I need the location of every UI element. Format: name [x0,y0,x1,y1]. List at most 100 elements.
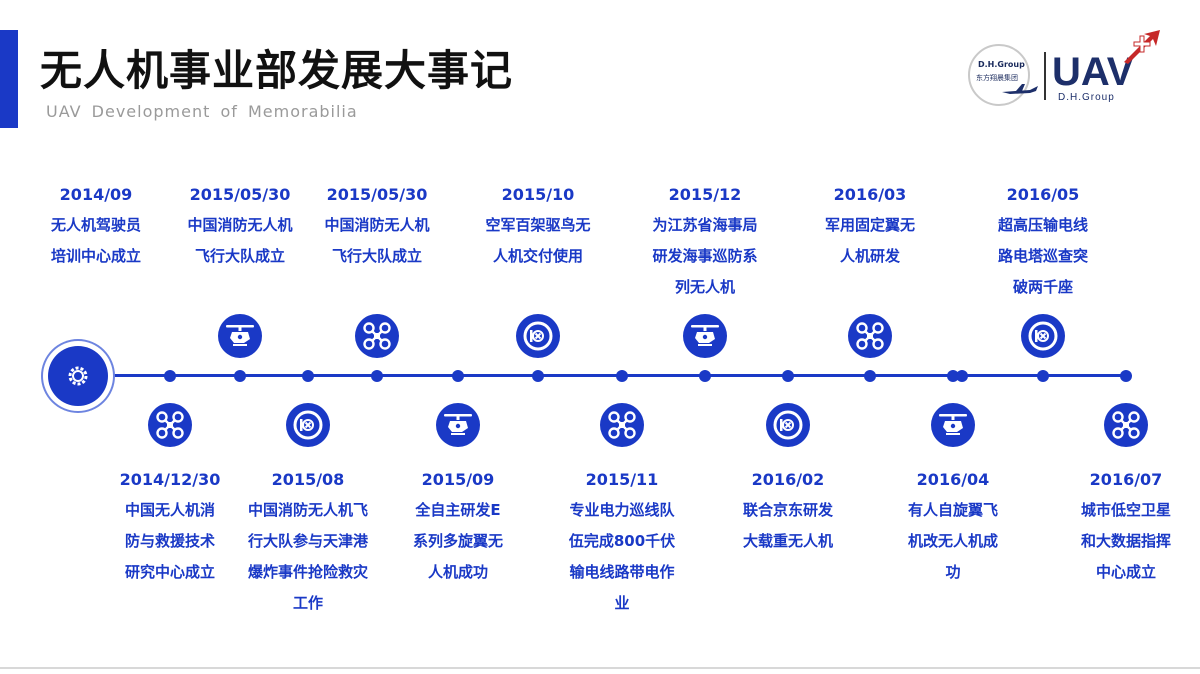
event-description-line: 空军百架驱鸟无 [485,216,591,234]
event-description-line: 系列多旋翼无 [412,532,503,550]
event-description-line: 和大数据指挥 [1080,532,1171,550]
timeline-dot [864,370,876,382]
bottom-divider [0,667,1200,669]
page-title: 无人机事业部发展大事记 [40,46,514,95]
timeline-event: 2015/10 空军百架驱鸟无人机交付使用 [468,185,608,272]
event-description-line: 人机交付使用 [492,247,583,265]
event-description-line: 业 [614,594,630,612]
event-date: 2014/09 [59,185,133,204]
event-description-line: 路电塔巡查突 [997,247,1088,265]
event-description-line: 中心成立 [1095,563,1156,581]
quadcopter-icon [148,403,192,447]
timeline-event: 2014/09 无人机驾驶员培训中心成立 [26,185,166,272]
timeline-event: 2015/12 为江苏省海事局研发海事巡防系列无人机 [635,185,775,303]
event-date: 2016/04 [916,470,990,489]
event-date: 2016/07 [1089,470,1163,489]
fixed-wing-icon [766,403,810,447]
event-description-line: 有人自旋翼飞 [907,501,998,519]
timeline-event: 2015/05/30 中国消防无人机飞行大队成立 [170,185,310,272]
event-description-line: 人机研发 [839,247,900,265]
event-description-line: 工作 [292,594,323,612]
timeline-dot [532,370,544,382]
timeline-dot [371,370,383,382]
quadcopter-icon [848,314,892,358]
event-description-line: 专业电力巡线队 [569,501,675,519]
timeline-dot [699,370,711,382]
event-date: 2016/02 [751,470,825,489]
timeline-dot [616,370,628,382]
timeline-event: 2015/05/30 中国消防无人机飞行大队成立 [307,185,447,272]
group-name: D.H.Group [978,60,1025,69]
page-subtitle: UAV Development of Memorabilia [46,102,358,121]
event-description-line: 大载重无人机 [742,532,833,550]
uav-logo-text: UAV [1052,50,1134,94]
timeline-dot [1120,370,1132,382]
event-date: 2015/08 [271,470,345,489]
event-date: 2015/10 [501,185,575,204]
timeline-dot [302,370,314,382]
event-description-line: 行大队参与天津港 [247,532,368,550]
timeline-event: 2016/02 联合京东研发大载重无人机 [718,470,858,557]
timeline-dot [164,370,176,382]
event-description-line: 列无人机 [674,278,735,296]
fixed-wing-icon [286,403,330,447]
timeline-event: 2015/11 专业电力巡线队伍完成800千伏输电线路带电作业 [552,470,692,619]
event-date: 2014/12/30 [119,470,221,489]
event-description-line: 超高压输电线 [997,216,1088,234]
event-description-line: 爆炸事件抢险救灾 [247,563,368,581]
helicopter-drone-icon [683,314,727,358]
quadcopter-icon [600,403,644,447]
event-description-line: 研究中心成立 [124,563,215,581]
event-date: 2015/12 [668,185,742,204]
event-description-line: 中国消防无人机 [187,216,293,234]
event-description-line: 伍完成800千伏 [568,532,676,550]
timeline-dot [1037,370,1049,382]
timeline-event: 2016/04 有人自旋翼飞机改无人机成功 [883,470,1023,588]
event-description-line: 飞行大队成立 [194,247,285,265]
group-logo: D.H.Group 东方翔晨集团 [968,44,1030,106]
event-description-line: 输电线路带电作 [569,563,675,581]
event-description-line: 全自主研发E [415,501,501,519]
helicopter-drone-icon [436,403,480,447]
event-description-line: 机改无人机成 [907,532,998,550]
event-description-line: 中国消防无人机飞 [247,501,368,519]
event-description-line: 军用固定翼无 [824,216,915,234]
timeline-dot [956,370,968,382]
helicopter-drone-icon [931,403,975,447]
timeline-event: 2016/03 军用固定翼无人机研发 [800,185,940,272]
event-date: 2015/11 [585,470,659,489]
event-description-line: 为江苏省海事局 [652,216,758,234]
gear-icon [68,366,88,386]
quadcopter-icon [1104,403,1148,447]
event-description-line: 研发海事巡防系 [652,247,758,265]
timeline-event: 2014/12/30 中国无人机消防与救援技术研究中心成立 [100,470,240,588]
event-description-line: 培训中心成立 [50,247,141,265]
timeline-dot [782,370,794,382]
timeline-start-node [48,346,108,406]
fixed-wing-icon [516,314,560,358]
uav-logo-subtext: D.H.Group [1058,92,1115,103]
plane-icon [1002,84,1038,94]
timeline-event: 2015/08 中国消防无人机飞行大队参与天津港爆炸事件抢险救灾工作 [238,470,378,619]
event-description-line: 中国无人机消 [124,501,215,519]
event-date: 2016/03 [833,185,907,204]
event-description-line: 联合京东研发 [742,501,833,519]
event-description-line: 防与救援技术 [124,532,215,550]
event-description-line: 中国消防无人机 [324,216,430,234]
event-description-line: 功 [945,563,961,581]
group-name-cn: 东方翔晨集团 [976,74,1018,82]
event-description-line: 人机成功 [427,563,488,581]
event-date: 2015/05/30 [326,185,428,204]
fixed-wing-icon [1021,314,1065,358]
timeline-event: 2015/09 全自主研发E 系列多旋翼无人机成功 [388,470,528,588]
event-date: 2015/05/30 [189,185,291,204]
event-description-line: 无人机驾驶员 [50,216,141,234]
title-accent-bar [0,30,18,128]
helicopter-drone-icon [218,314,262,358]
event-date: 2015/09 [421,470,495,489]
event-description-line: 破两千座 [1012,278,1073,296]
quadcopter-icon [355,314,399,358]
event-description-line: 飞行大队成立 [331,247,422,265]
